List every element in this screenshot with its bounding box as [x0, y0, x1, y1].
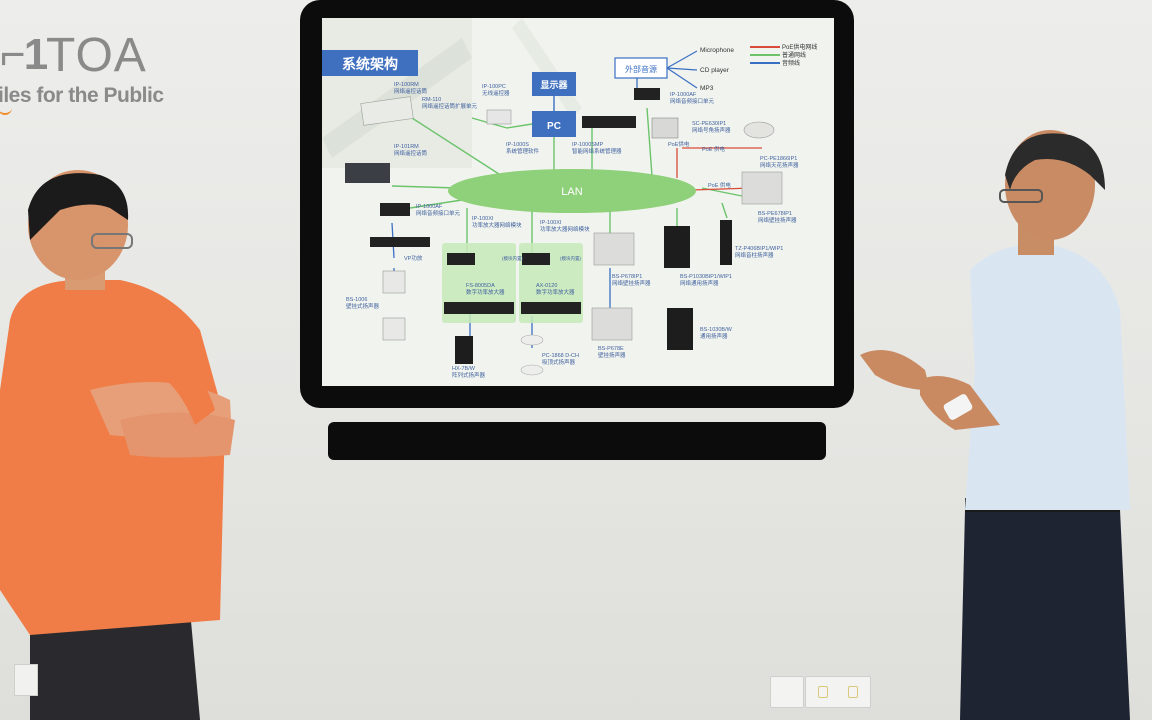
caption-hx7b: HX-7B/W [452, 366, 476, 372]
source-microphone: Microphone [700, 47, 734, 54]
caption-ip100xi-b-desc: 功率放大器网络模块 [540, 225, 590, 233]
caption-vp-amp: VP功放 [404, 254, 423, 262]
wall-plate [770, 676, 804, 708]
lan-ellipse [448, 169, 696, 213]
caption-tz-p406bip1-desc: 网络音柱扬声器 [735, 251, 774, 259]
slide-title-band [322, 50, 418, 76]
pc-box [532, 111, 576, 137]
caption-ip100pc-desc: 无线遥控器 [482, 89, 510, 97]
smile-icon [0, 108, 12, 115]
caption-ip100pc: IP-100PC [482, 84, 506, 90]
system-architecture-slide: 系统架构 PoE供电网线 普通网线 音频线 Microphone CD play… [322, 18, 834, 386]
caption-bs1030b-desc: 通用扬声器 [700, 332, 728, 340]
caption-ip101rm-desc: 网络遥控话筒 [394, 149, 428, 157]
caption-ip1000af: IP-1000AF [416, 204, 443, 210]
toa-logo-mark: ⌐1 [0, 30, 48, 79]
caption-ip1000s: IP-1000S [506, 142, 529, 148]
caption-ax0120: AX-0120 [536, 283, 557, 289]
caption-ip1000af-top-desc: 网络音频接口单元 [670, 97, 715, 105]
caption-fs8005da-desc: 数字功率放大器 [466, 288, 505, 296]
caption-rm110-desc: 网络遥控话筒扩展单元 [422, 102, 478, 110]
caption-fs8005da: FS-8005DA [466, 283, 495, 289]
power-socket [805, 676, 871, 708]
source-mp3: MP3 [700, 85, 714, 92]
caption-bs1006: BS-1006 [346, 297, 367, 303]
caption-bs1006-desc: 壁挂式扬声器 [346, 302, 380, 310]
caption-bs-pe678ip1-desc: 网络壁挂扬声器 [758, 216, 797, 224]
caption-bs1030b: BS-1030B/W [700, 327, 733, 333]
caption-bs-p1030bip1: BS-P1030BIP1/WIP1 [680, 274, 732, 280]
caption-ip100xi-a-desc: 功率放大器网络模块 [472, 221, 522, 229]
caption-poe-c: PoE 供电 [708, 181, 731, 189]
device-icons [345, 88, 783, 376]
caption-module-b: (模块内置) [560, 255, 581, 262]
caption-module-a: (模块内置) [502, 255, 523, 262]
tv-screen: 系统架构 PoE供电网线 普通网线 音频线 Microphone CD play… [322, 18, 834, 386]
caption-bs-p678e-desc: 壁挂扬声器 [598, 351, 626, 359]
caption-ax0120-desc: 数字功率放大器 [536, 288, 575, 296]
display-label: 显示器 [540, 80, 568, 90]
caption-bs-p1030bip1-desc: 网络通用扬声器 [680, 279, 719, 287]
caption-ip100rm: IP-100RM [394, 82, 419, 88]
caption-pc-pe1866ip1: PC-PE1866IP1 [760, 156, 797, 162]
caption-ip1000s-desc: 系统管理软件 [506, 147, 540, 155]
caption-sc-pe630ip1: SC-PE630IP1 [692, 121, 726, 127]
caption-tz-p406bip1: TZ-P406BIP1/WIP1 [735, 246, 783, 252]
legend-poe: PoE供电网线 [782, 43, 817, 51]
caption-hx7b-desc: 阵列式扬声器 [452, 371, 486, 379]
caption-ip1000af-top: IP-1000AF [670, 92, 697, 98]
caption-ip100xi-a: IP-100XI [472, 216, 494, 222]
presenter-right [850, 130, 1152, 720]
presenter-left [0, 170, 260, 720]
toa-brand: TOA [46, 29, 147, 82]
caption-sc-pe630ip1-desc: 网络号角扬声器 [692, 126, 731, 134]
caption-ip1000smp: IP-1000SMP [572, 142, 604, 148]
caption-bs-p678ip1-desc: 网络壁挂扬声器 [612, 279, 651, 287]
external-audio-label: 外部音源 [625, 64, 657, 74]
soundbar [328, 422, 826, 460]
toa-tagline: iles for the Public [0, 84, 164, 107]
display-box [532, 72, 576, 96]
caption-bs-pe678ip1: BS-PE678IP1 [758, 211, 792, 217]
caption-ip100rm-desc: 网络遥控话筒 [394, 87, 428, 95]
caption-ip100xi-b: IP-100XI [540, 220, 562, 226]
lan-label: LAN [561, 186, 582, 198]
caption-pc1868: PC-1868 D-CH [542, 353, 579, 359]
caption-ip1000smp-desc: 智能网络系统管理器 [572, 147, 622, 155]
caption-bs-p678e: BS-P678E [598, 346, 624, 352]
caption-poe-a: PoE供电 [668, 140, 690, 148]
caption-poe-b: PoE 供电 [702, 145, 725, 153]
source-cd-player: CD player [700, 67, 730, 74]
pc-label: PC [547, 121, 561, 132]
caption-bs-p678ip1: BS-P678IP1 [612, 274, 642, 280]
legend-network: 普通网线 [782, 51, 806, 59]
slide-title: 系统架构 [342, 56, 398, 72]
legend-audio: 音频线 [782, 59, 800, 67]
caption-pc-pe1866ip1-desc: 网络天花扬声器 [760, 161, 799, 169]
caption-ip101rm: IP-101RM [394, 144, 419, 150]
caption-rm110: RM-110 [422, 97, 441, 103]
wall-plate-left [14, 664, 38, 696]
caption-pc1868-desc: 吸顶式扬声器 [542, 358, 576, 366]
caption-ip1000af-desc: 网络音频接口单元 [416, 209, 461, 217]
